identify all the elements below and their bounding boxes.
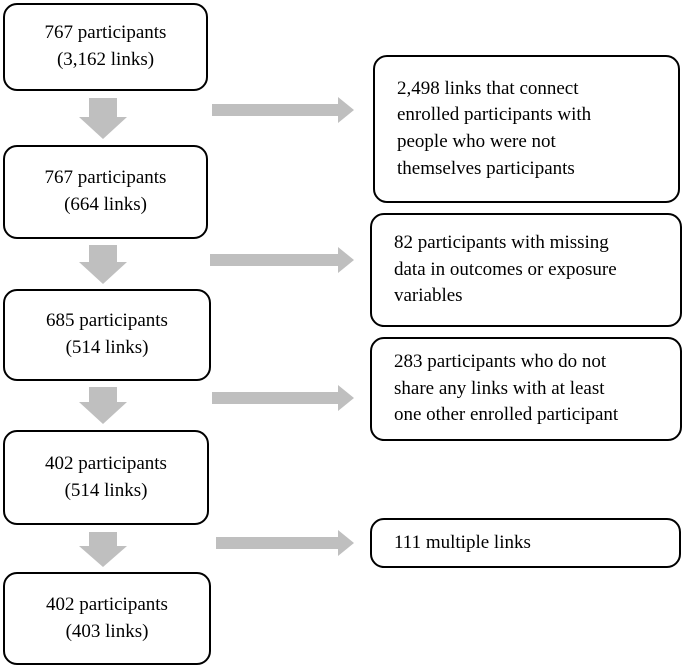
step-participants: 402 participants <box>46 593 168 615</box>
exclusion-box-4: 111 multiple links <box>370 518 681 568</box>
right-arrow-2 <box>210 247 354 273</box>
exclusion-line: 111 multiple links <box>394 531 531 553</box>
step-box-5: 402 participants (403 links) <box>3 572 211 665</box>
step-participants: 767 participants <box>44 167 167 189</box>
exclusion-box-1: 2,498 links that connect enrolled partic… <box>373 55 680 203</box>
exclusion-line: enrolled participants with <box>397 104 592 126</box>
step-participants: 685 participants <box>46 310 168 332</box>
exclusion-line: share any links with at least <box>394 377 605 399</box>
step-links: (514 links) <box>65 337 149 358</box>
step-participants: 402 participants <box>45 452 167 474</box>
down-arrow-4 <box>79 532 127 567</box>
step-links: (403 links) <box>65 620 149 642</box>
step-links: (3,162 links) <box>56 49 155 70</box>
down-arrow-2 <box>79 245 127 284</box>
right-arrow-1 <box>212 97 354 123</box>
exclusion-line: data in outcomes or exposure <box>394 258 617 280</box>
step-links: (664 links) <box>64 194 147 215</box>
step-box-1: 767 participants (3,162 links) <box>3 3 208 91</box>
exclusion-line: people who were not <box>397 131 556 152</box>
down-arrow-1 <box>79 98 127 139</box>
step-box-2: 767 participants (664 links) <box>3 145 208 239</box>
right-arrow-3 <box>212 385 354 411</box>
exclusion-line: one other enrolled participant <box>394 404 619 426</box>
step-box-4: 402 participants (514 links) <box>3 430 209 525</box>
exclusion-box-2: 82 participants with missing data in out… <box>370 213 682 327</box>
step-participants: 767 participants <box>44 22 167 44</box>
exclusion-line: 82 participants with missing <box>394 232 609 254</box>
exclusion-line: variables <box>394 285 463 307</box>
exclusion-box-3: 283 participants who do not share any li… <box>370 337 682 441</box>
step-links: (514 links) <box>64 479 148 501</box>
right-arrow-4 <box>216 530 354 556</box>
step-box-3: 685 participants (514 links) <box>3 289 211 381</box>
exclusion-line: 2,498 links that connect <box>397 77 579 99</box>
exclusion-line: 283 participants who do not <box>394 351 607 373</box>
down-arrow-3 <box>79 387 127 424</box>
exclusion-line: themselves participants <box>397 157 575 179</box>
